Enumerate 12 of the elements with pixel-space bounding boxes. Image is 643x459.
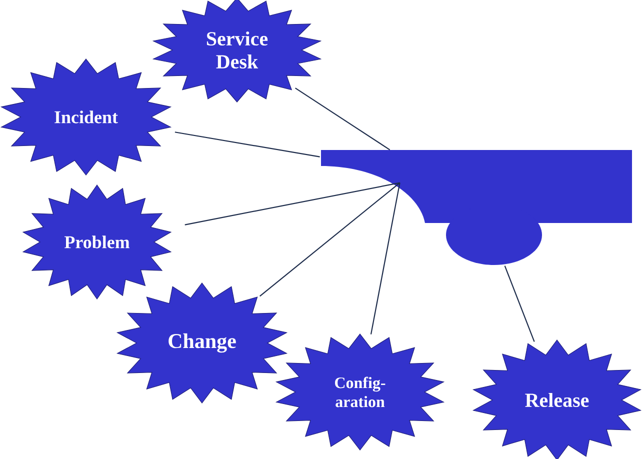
starburst: Release — [472, 340, 642, 459]
connector-line — [504, 266, 535, 342]
starburst: Change — [116, 282, 288, 404]
connector-line — [370, 182, 400, 334]
connector-line — [174, 132, 320, 158]
starburst: Incident — [0, 58, 172, 176]
connector-line — [184, 182, 400, 226]
starburst: Service Desk — [152, 0, 322, 102]
connector-line — [260, 182, 400, 297]
starburst: Config- aration — [275, 334, 445, 450]
connector-line — [295, 88, 390, 150]
desk-shape — [321, 150, 632, 265]
